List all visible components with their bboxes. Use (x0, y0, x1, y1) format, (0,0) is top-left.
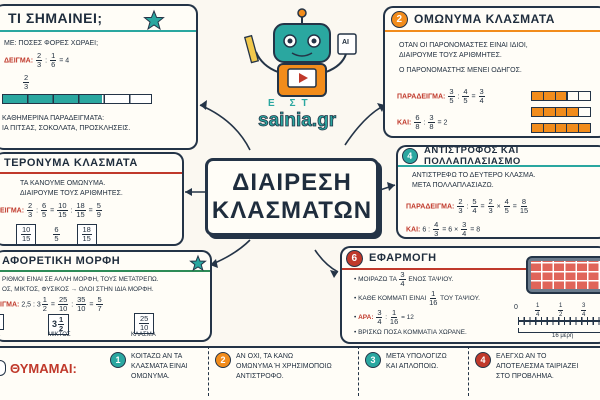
arrow-to-card1 (199, 104, 251, 151)
remember-label: ΘΥΜΑΜΑΙ: (0, 360, 77, 376)
card2-grid-1 (531, 88, 592, 106)
card2-line2: ΔΙΑΙΡΟΥΜΕ ΤΟΥΣ ΑΡΙΘΜΗΤΕΣ. (399, 52, 502, 59)
card2-grid-3 (531, 120, 592, 136)
card5-line1: ΡΙΘΜΟΙ ΕΙΝΑΙ ΣΕ ΑΛΛΗ ΜΟΡΦΗ, ΤΟΥΣ ΜΕΤΑΤΡΕ… (2, 276, 159, 283)
everyday-label: ΚΑΘΗΜΕΡΙΝΑ ΠΑΡΑΔΕΙΓΜΑΤΑ: (2, 115, 105, 122)
star-icon (143, 9, 165, 31)
everyday-examples: ΙΑ ΠΙΤΣΑΣ, ΣΟΚΟΛΑΤΑ, ΠΡΟΣΚΛΗΣΕΙΣ. (2, 125, 131, 132)
card-different-forms: ΑΦΟΡΕΤΙΚΗ ΜΟΡΦΗ ΡΙΘΜΟΙ ΕΙΝΑΙ ΣΕ ΑΛΛΗ ΜΟΡ… (0, 250, 212, 342)
ai-badge: AI (342, 39, 349, 46)
logo-area: AI Ε ΣΤ sainia.gr (232, 6, 372, 136)
nl-caption: 16 μέρη (552, 333, 574, 339)
card4-number: 4 (402, 148, 418, 164)
card5-title: ΑΦΟΡΕΤΙΚΗ ΜΟΡΦΗ (2, 255, 121, 267)
card-unlike-fractions: ΤΕΡΟΝΥΜΑ ΚΛΑΣΜΑΤΑ ΤΑ ΚΑΝΟΥΜΕ ΟΜΩΝΥΜΑ. ΔΙ… (0, 152, 184, 246)
mixed-label: ΜΙΚΤΟΣ (48, 332, 71, 338)
card5-line2: ΟΣ, ΜΙΚΤΟΣ, ΦΥΣΙΚΟΣ → ΟΛΟΙ ΣΤΗΝ ΙΔΙΑ ΜΟΡ… (2, 286, 154, 293)
card1-title: ΤΙ ΣΗΜΑΙΝΕΙ; (8, 10, 103, 26)
card6-title: ΕΦΑΡΜΟΓΗ (369, 252, 437, 264)
pencil-letters: Ε ΣΤ (268, 98, 314, 109)
arrow-to-card6 (314, 249, 339, 273)
card-like-fractions: 2 ΟΜΩΝΥΜΑ ΚΛΑΣΜΑΤΑ ΟΤΑΝ ΟΙ ΠΑΡΟΝΟΜΑΣΤΕΣ … (383, 6, 600, 138)
card3-line1: ΤΑ ΚΑΝΟΥΜΕ ΟΜΩΝΥΜΑ. (20, 180, 106, 187)
fraction-label: ΚΛΑΣΜΑ (131, 332, 156, 338)
card4-line1: ΑΝΤΙΣΤΡΕΦΩ ΤΟ ΔΕΥΤΕΡΟ ΚΛΑΣΜΑ. (412, 172, 536, 179)
card4-title: ΑΝΤΙΣΤΡΟΦΟΣ ΚΑΙ ΠΟΛΛΑΠΛΑΣΙΑΣΜΟ (424, 145, 521, 167)
fraction-bar (2, 94, 152, 104)
card2-number: 2 (391, 10, 408, 28)
star-icon (189, 254, 207, 272)
robot-icon (243, 8, 357, 97)
card1-question: ΜΕ: ΠΟΣΕΣ ΦΟΡΕΣ ΧΩΡΑΕΙ; (4, 40, 99, 47)
card-what-it-means: ΤΙ ΣΗΜΑΙΝΕΙ; ΜΕ: ΠΟΣΕΣ ΦΟΡΕΣ ΧΩΡΑΕΙ; ΔΕΙ… (0, 4, 198, 150)
number-line: 0 14 12 34 1 16 μέρη (514, 302, 600, 342)
center-title-line1: ΔΙΑΙΡΕΣΗ (232, 169, 352, 196)
card4-line2: ΜΕΤΑ ΠΟΛΛΑΠΛΑΣΙΑΖΩ. (412, 182, 494, 189)
decimal-box (0, 314, 4, 330)
card2-line1: ΟΤΑΝ ΟΙ ΠΑΡΟΝΟΜΑΣΤΕΣ ΕΙΝΑΙ ΙΔΙΟΙ, (399, 42, 528, 49)
card3-title: ΤΕΡΟΝΥΜΑ ΚΛΑΣΜΑΤΑ (4, 157, 138, 169)
baking-tray (526, 256, 600, 294)
card6-line4: • ΒΡΙΣΚΩ ΠΟΣΑ ΚΟΜΜΑΤΙΑ ΧΩΡΑΝΕ. (354, 329, 467, 336)
card2-line3: Ο ΠΑΡΟΝΟΜΑΣΤΗΣ ΜΕΝΕΙ ΟΔΗΓΟΣ. (399, 67, 522, 74)
card2-grid-2 (531, 104, 592, 122)
card-reciprocal: 4 ΑΝΤΙΣΤΡΟΦΟΣ ΚΑΙ ΠΟΛΛΑΠΛΑΣΙΑΣΜΟ ΑΝΤΙΣΤΡ… (396, 145, 600, 239)
center-title-line2: ΚΛΑΣΜΑΤΩΝ (211, 197, 373, 224)
site-logo: sainia.gr (258, 110, 337, 132)
card3-line2: ΔΙΑΙΡΟΥΜΕ ΤΟΥΣ ΑΡΙΘΜΗΤΕΣ. (20, 190, 123, 197)
center-title-box: ΔΙΑΙΡΕΣΗ ΚΛΑΣΜΑΤΩΝ (205, 158, 379, 236)
card6-number: 6 (346, 249, 363, 267)
nl-label-0: 0 (514, 304, 518, 311)
card2-title: ΟΜΩΝΥΜΑ ΚΛΑΣΜΑΤΑ (414, 12, 555, 26)
remember-strip (0, 346, 600, 400)
